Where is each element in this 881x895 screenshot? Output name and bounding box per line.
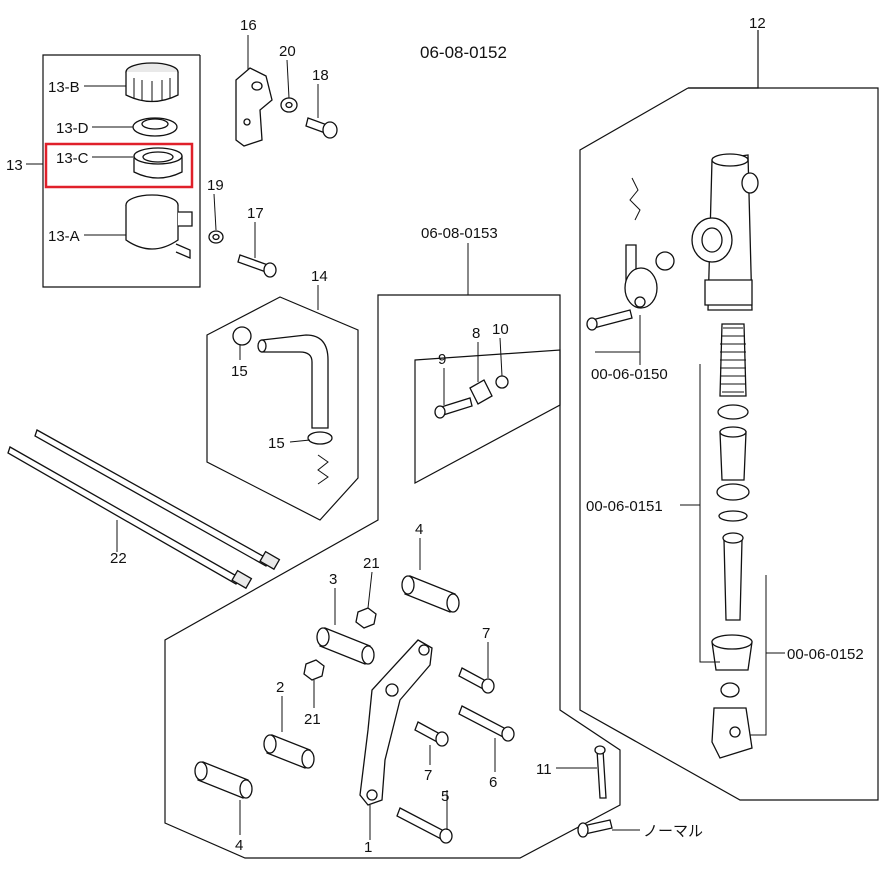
reservoir-plate-13c <box>133 147 183 179</box>
label-15-bottom: 15 <box>268 435 285 452</box>
spacer-2 <box>263 734 315 769</box>
clevis-pin <box>577 819 613 838</box>
code-00-06-0151: 00-06-0151 <box>586 498 663 515</box>
diagram-title-code: 06-08-0152 <box>420 43 507 62</box>
bolt-18 <box>305 117 338 139</box>
master-cylinder-frame <box>579 30 879 801</box>
master-cylinder-12 <box>691 153 759 311</box>
label-normal: ノーマル <box>643 823 703 840</box>
label-3: 3 <box>329 571 337 588</box>
bracket-frame <box>164 294 621 859</box>
cable-tie-22 <box>7 429 281 590</box>
label-10: 10 <box>492 321 509 338</box>
bracket-16 <box>235 67 273 147</box>
label-7-lower: 7 <box>424 767 432 784</box>
label-1: 1 <box>364 839 372 856</box>
label-13-c: 13-C <box>56 150 89 167</box>
label-9: 9 <box>438 351 446 368</box>
label-18: 18 <box>312 67 329 84</box>
reservoir-cap-13b <box>125 62 179 103</box>
label-12: 12 <box>749 15 766 32</box>
label-14: 14 <box>311 268 328 285</box>
label-16: 16 <box>240 17 257 34</box>
footpeg-bracket-1 <box>359 639 433 806</box>
nut-21-top <box>355 607 377 629</box>
piston-cups-0151 <box>716 404 750 522</box>
label-21-lower: 21 <box>304 711 321 728</box>
pushrod-0152 <box>711 532 753 759</box>
label-13-d: 13-D <box>56 120 89 137</box>
part-labels: 12 13 13-B 13-D 13-C 13-A 16 20 18 19 17… <box>6 15 864 856</box>
bolts-5-6-7 <box>396 667 515 844</box>
label-15-top: 15 <box>231 363 248 380</box>
reservoir-frame <box>42 54 201 288</box>
nut-21-lower <box>303 659 325 681</box>
label-11: 11 <box>536 761 552 778</box>
label-19: 19 <box>207 177 224 194</box>
label-21-top: 21 <box>363 555 380 572</box>
washer-19 <box>208 230 224 244</box>
bolt-bracket-parts <box>434 375 509 419</box>
washer-20 <box>280 97 298 113</box>
bolt-17 <box>237 254 277 278</box>
label-7-top: 7 <box>482 625 490 642</box>
label-4-bottom: 4 <box>235 837 243 854</box>
leader-lines <box>26 35 785 840</box>
label-13: 13 <box>6 157 23 174</box>
label-4-top: 4 <box>415 521 423 538</box>
label-6: 6 <box>489 774 497 791</box>
label-2: 2 <box>276 679 284 696</box>
reservoir-body-13a <box>125 194 193 259</box>
code-06-08-0153: 06-08-0153 <box>421 225 498 242</box>
hose-frame <box>206 296 359 521</box>
code-00-06-0150: 00-06-0150 <box>591 366 668 383</box>
spring-0151 <box>719 323 747 397</box>
label-8: 8 <box>472 325 480 342</box>
label-5: 5 <box>441 788 449 805</box>
label-17: 17 <box>247 205 264 222</box>
bolt-bracket-subframe <box>414 349 561 485</box>
label-22: 22 <box>110 550 127 567</box>
spacer-3 <box>316 627 375 665</box>
label-13-b: 13-B <box>48 79 80 96</box>
label-20: 20 <box>279 43 296 60</box>
banjo-fitting-0150 <box>586 177 675 331</box>
reservoir-diaphragm-13d <box>132 117 178 137</box>
highlight-box-13c <box>44 142 194 189</box>
spacer-4-bottom <box>194 761 253 799</box>
spacer-4-top <box>401 575 460 613</box>
hose-14 <box>232 326 333 485</box>
cotter-pin-11 <box>594 745 607 799</box>
label-13-a: 13-A <box>48 228 80 245</box>
code-00-06-0152: 00-06-0152 <box>787 646 864 663</box>
